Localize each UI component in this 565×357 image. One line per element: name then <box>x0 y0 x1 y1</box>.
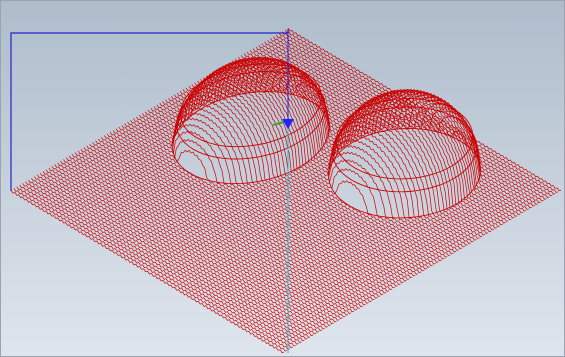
toolpath-line <box>66 157 340 321</box>
toolpath-line <box>57 162 331 326</box>
toolpath-line <box>185 60 460 251</box>
toolpath-line <box>10 189 285 354</box>
toolpath-line <box>48 167 323 332</box>
toolpath-line <box>249 50 524 214</box>
toolpath-line <box>106 133 381 297</box>
toolpath-line <box>112 130 387 294</box>
axis-triad <box>272 31 294 353</box>
pocket-contours <box>172 63 481 219</box>
toolpath-line <box>174 66 448 258</box>
toolpath-line <box>130 117 404 284</box>
toolpath-raster <box>10 27 562 354</box>
toolpath-line <box>104 135 378 299</box>
toolpath-line <box>141 98 416 277</box>
toolpath-line <box>144 94 419 275</box>
toolpath-line <box>54 164 328 328</box>
toolpath-line <box>101 137 375 301</box>
toolpath-line <box>34 176 308 340</box>
toolpath-line <box>86 145 360 309</box>
toolpath-line <box>273 36 547 200</box>
toolpath-line <box>36 174 311 338</box>
toolpath-line <box>80 149 355 313</box>
toolpath-line <box>22 183 296 347</box>
origin-marker-icon <box>282 119 294 129</box>
toolpath-line <box>51 166 325 330</box>
toolpath-line <box>42 171 317 335</box>
toolpath-line <box>115 128 390 292</box>
toolpath-line <box>162 75 436 265</box>
toolpath-line <box>139 102 413 279</box>
toolpath-line <box>31 178 305 342</box>
pocket-rim-pocket-right <box>328 128 481 219</box>
toolpath-line <box>171 68 445 260</box>
toolpath-line <box>28 179 302 343</box>
toolpath-line <box>45 169 320 333</box>
toolpath-line <box>92 142 366 306</box>
toolpath-line <box>182 61 457 253</box>
toolpath-line <box>98 138 372 303</box>
pocket-rim-pocket-right <box>331 106 477 193</box>
toolpath-line <box>156 81 430 268</box>
toolpath-line <box>179 63 454 255</box>
toolpath-line <box>109 131 384 296</box>
toolpath-line <box>270 38 544 202</box>
toolpath-line <box>279 33 553 197</box>
toolpath-line <box>153 84 428 270</box>
toolpath-line <box>287 27 562 192</box>
toolpath-line <box>69 155 343 320</box>
pocket-rim-pocket-left <box>172 91 330 185</box>
toolpath-line <box>13 188 288 352</box>
toolpath-line <box>136 107 410 280</box>
toolpath-line <box>284 29 559 193</box>
toolpath-line <box>89 143 363 308</box>
toolpath-line <box>95 140 369 304</box>
toolpath-line <box>238 56 512 221</box>
toolpath-line <box>168 70 442 262</box>
toolpath-line <box>159 78 433 267</box>
toolpath-line <box>121 125 395 289</box>
toolpath-line <box>188 59 463 250</box>
toolpath-line <box>276 34 550 199</box>
pocket-rim-pocket-left <box>180 63 322 148</box>
toolpath-line <box>133 112 407 282</box>
toolpath-line <box>83 147 358 311</box>
toolpath-line <box>74 152 349 316</box>
pocket-rim-pocket-right <box>335 98 474 180</box>
toolpath-line <box>39 172 314 337</box>
toolpath-line <box>16 186 290 350</box>
toolpath-line <box>124 123 398 287</box>
toolpath-line <box>63 159 337 323</box>
toolpath-line <box>71 154 346 318</box>
toolpath-line <box>118 126 393 291</box>
toolpath-line <box>25 181 299 345</box>
toolpath-line <box>77 150 352 314</box>
toolpath-line <box>176 64 451 256</box>
toolpath-line <box>19 184 293 349</box>
